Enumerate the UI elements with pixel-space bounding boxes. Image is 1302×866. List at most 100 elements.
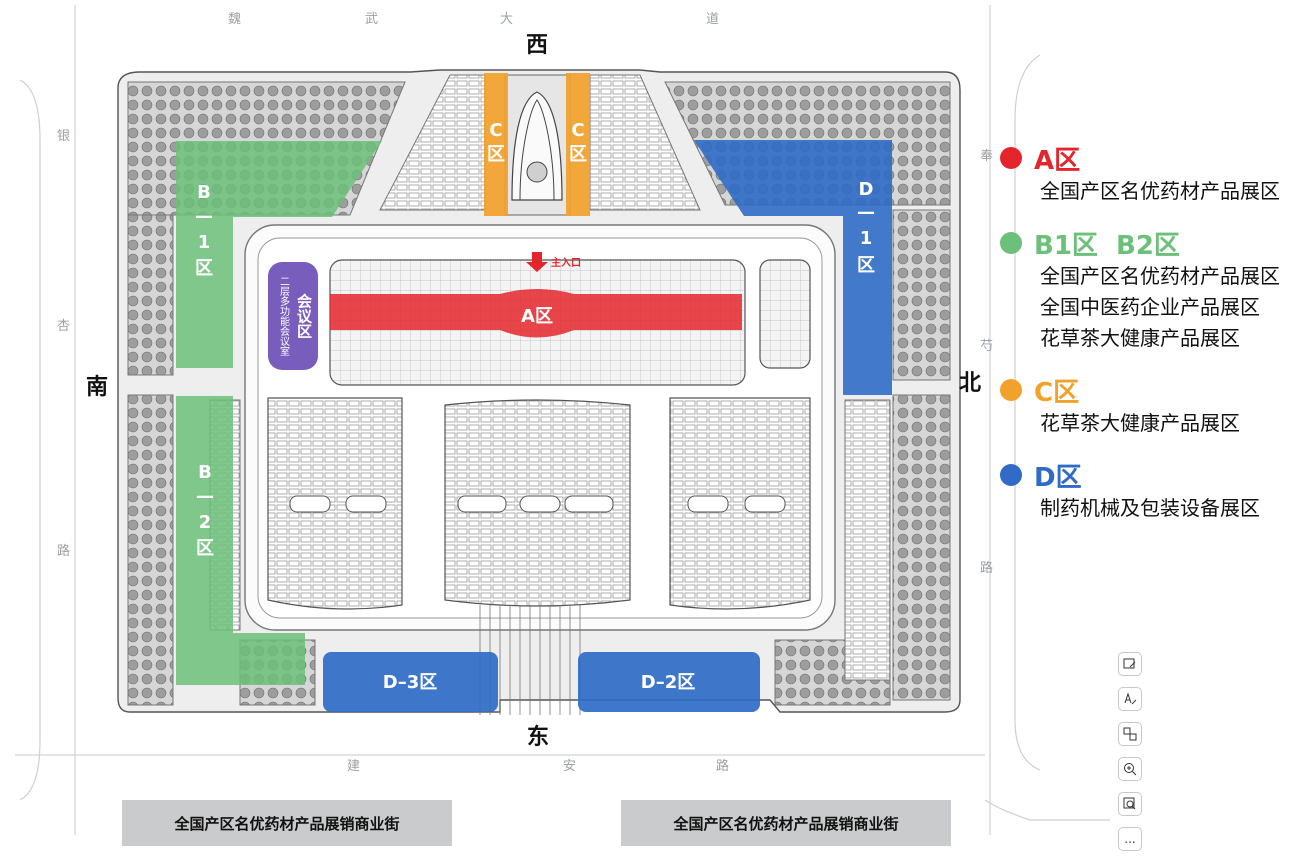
direction-north: 北: [959, 371, 981, 396]
legend-dot: [1000, 379, 1022, 401]
direction-west: 西: [526, 33, 548, 58]
hall-node: [564, 495, 614, 513]
zone-a-label: A区: [521, 306, 553, 327]
hall-node: [457, 495, 507, 513]
legend-dot: [1000, 464, 1022, 486]
road-left-label: 银 杏 路: [57, 129, 70, 559]
zone-label-char: 区: [195, 258, 213, 279]
road-char: 武: [365, 12, 378, 27]
hall-west: [267, 397, 403, 610]
hall-node: [345, 495, 387, 513]
edit-image-icon[interactable]: [1118, 652, 1142, 676]
translate-icon[interactable]: [1118, 722, 1142, 746]
road-char: 路: [980, 560, 993, 576]
road-char: 奉: [980, 149, 993, 164]
exhibition-halls: [267, 397, 811, 610]
parking-areas: [209, 74, 891, 681]
legend-dot: [1000, 147, 1022, 169]
entrance-plaza-feature: [504, 74, 571, 216]
entrance-label: 主入口: [551, 256, 581, 269]
legend: A区 全国产区名优药材产品展区 B1区 B2区 全国产区名优药材产品展区 全国中…: [1000, 140, 1300, 542]
zone-meeting-label: 会议区: [295, 293, 313, 339]
zone-d2-fill: [578, 652, 760, 712]
zone-b2[interactable]: B — 2 区: [176, 396, 305, 685]
zone-d3-fill: [323, 652, 498, 712]
banner-left: 全国产区名优药材产品展销商业街: [122, 800, 452, 846]
zone-b2-fill: [176, 396, 305, 685]
zone-label-char: 区: [196, 538, 214, 559]
zone-c-left-fill: [484, 73, 508, 216]
plaza-sculpture-inner: [519, 99, 555, 201]
banner-right: 全国产区名优药材产品展销商业街: [621, 800, 951, 846]
zone-c-left[interactable]: C 区: [484, 73, 508, 216]
road-char: 杏: [57, 319, 70, 334]
main-entrance[interactable]: 主入口: [526, 252, 581, 272]
road-char: 银: [57, 129, 70, 144]
zone-label-char: 区: [569, 144, 587, 165]
hall-east: [669, 397, 811, 610]
plaza-fountain: [526, 161, 548, 183]
legend-desc: 全国产区名优药材产品展区: [1040, 179, 1280, 203]
direction-east: 东: [527, 724, 549, 750]
legend-item-c: C区 花草茶大健康产品展区: [1000, 372, 1300, 439]
zone-label-char: D: [859, 179, 874, 200]
road-bottom-label: 建 安 路: [347, 758, 729, 774]
hall-node: [289, 495, 331, 513]
zone-label-char: B: [198, 462, 212, 483]
zone-c-right-fill: [566, 73, 590, 216]
hall-node: [519, 495, 561, 513]
zone-label-char: C: [571, 120, 584, 141]
zone-label-char: 区: [857, 255, 875, 276]
legend-item-a: A区 全国产区名优药材产品展区: [1000, 140, 1300, 207]
zone-label-char: 区: [487, 144, 505, 165]
landscape-w-lower: [127, 394, 174, 706]
road-char: 大: [500, 12, 513, 27]
hall-node: [687, 495, 729, 513]
legend-desc: 全国产区名优药材产品展区: [1040, 264, 1280, 288]
more-button[interactable]: ...: [1118, 827, 1142, 851]
zone-label-char: 1: [860, 228, 873, 249]
zone-label-char: 1: [198, 232, 211, 253]
zone-d3-label: D–3区: [383, 672, 437, 693]
road-char: 路: [716, 758, 729, 774]
zone-label-char: —: [857, 202, 875, 223]
road-char: 安: [563, 759, 576, 774]
hall-node: [744, 495, 786, 513]
legend-item-d: D区 制药机械及包装设备展区: [1000, 457, 1300, 524]
zone-c-right[interactable]: C 区: [566, 73, 590, 216]
zone-meeting-sublabel: 二层多功能会议室: [278, 276, 290, 356]
entrance-arrow-icon: [526, 252, 548, 272]
image-search-icon[interactable]: [1118, 792, 1142, 816]
zone-b1[interactable]: B — 1 区: [176, 141, 382, 368]
north-annex: [759, 259, 811, 369]
text-edit-icon[interactable]: [1118, 687, 1142, 711]
legend-desc: 花草茶大健康产品展区: [1040, 326, 1240, 350]
zone-label-char: C: [489, 120, 502, 141]
legend-desc: 花草茶大健康产品展区: [1040, 411, 1240, 435]
road-curve-bottom: [984, 799, 1110, 821]
zone-label-char: —: [196, 486, 214, 507]
legend-title: A区: [1034, 145, 1081, 176]
legend-title: B1区 B2区: [1034, 230, 1180, 261]
road-char: 路: [57, 543, 70, 559]
road-char: 芍: [980, 338, 993, 354]
landscape-e-upper: [892, 209, 951, 381]
zoom-in-icon[interactable]: [1118, 757, 1142, 781]
zone-a-fill: [330, 289, 742, 338]
zone-d1[interactable]: D — 1 区: [694, 140, 892, 395]
legend-title: C区: [1034, 377, 1080, 408]
zone-d2[interactable]: D–2区: [578, 652, 760, 712]
zone-a[interactable]: A区: [330, 289, 742, 338]
zone-meeting[interactable]: 会议区 二层多功能会议室: [268, 262, 318, 370]
road-char: 建: [347, 759, 360, 774]
zone-d2-label: D–2区: [641, 672, 695, 693]
zone-d3[interactable]: D–3区: [323, 652, 498, 712]
road-top-label: 魏 武 大 道: [228, 12, 719, 27]
zone-b1-fill: [176, 141, 382, 368]
plaza-sculpture: [511, 91, 563, 201]
legend-desc: 制药机械及包装设备展区: [1040, 496, 1260, 520]
zone-meeting-fill: [268, 262, 318, 370]
legend-dot: [1000, 232, 1022, 254]
